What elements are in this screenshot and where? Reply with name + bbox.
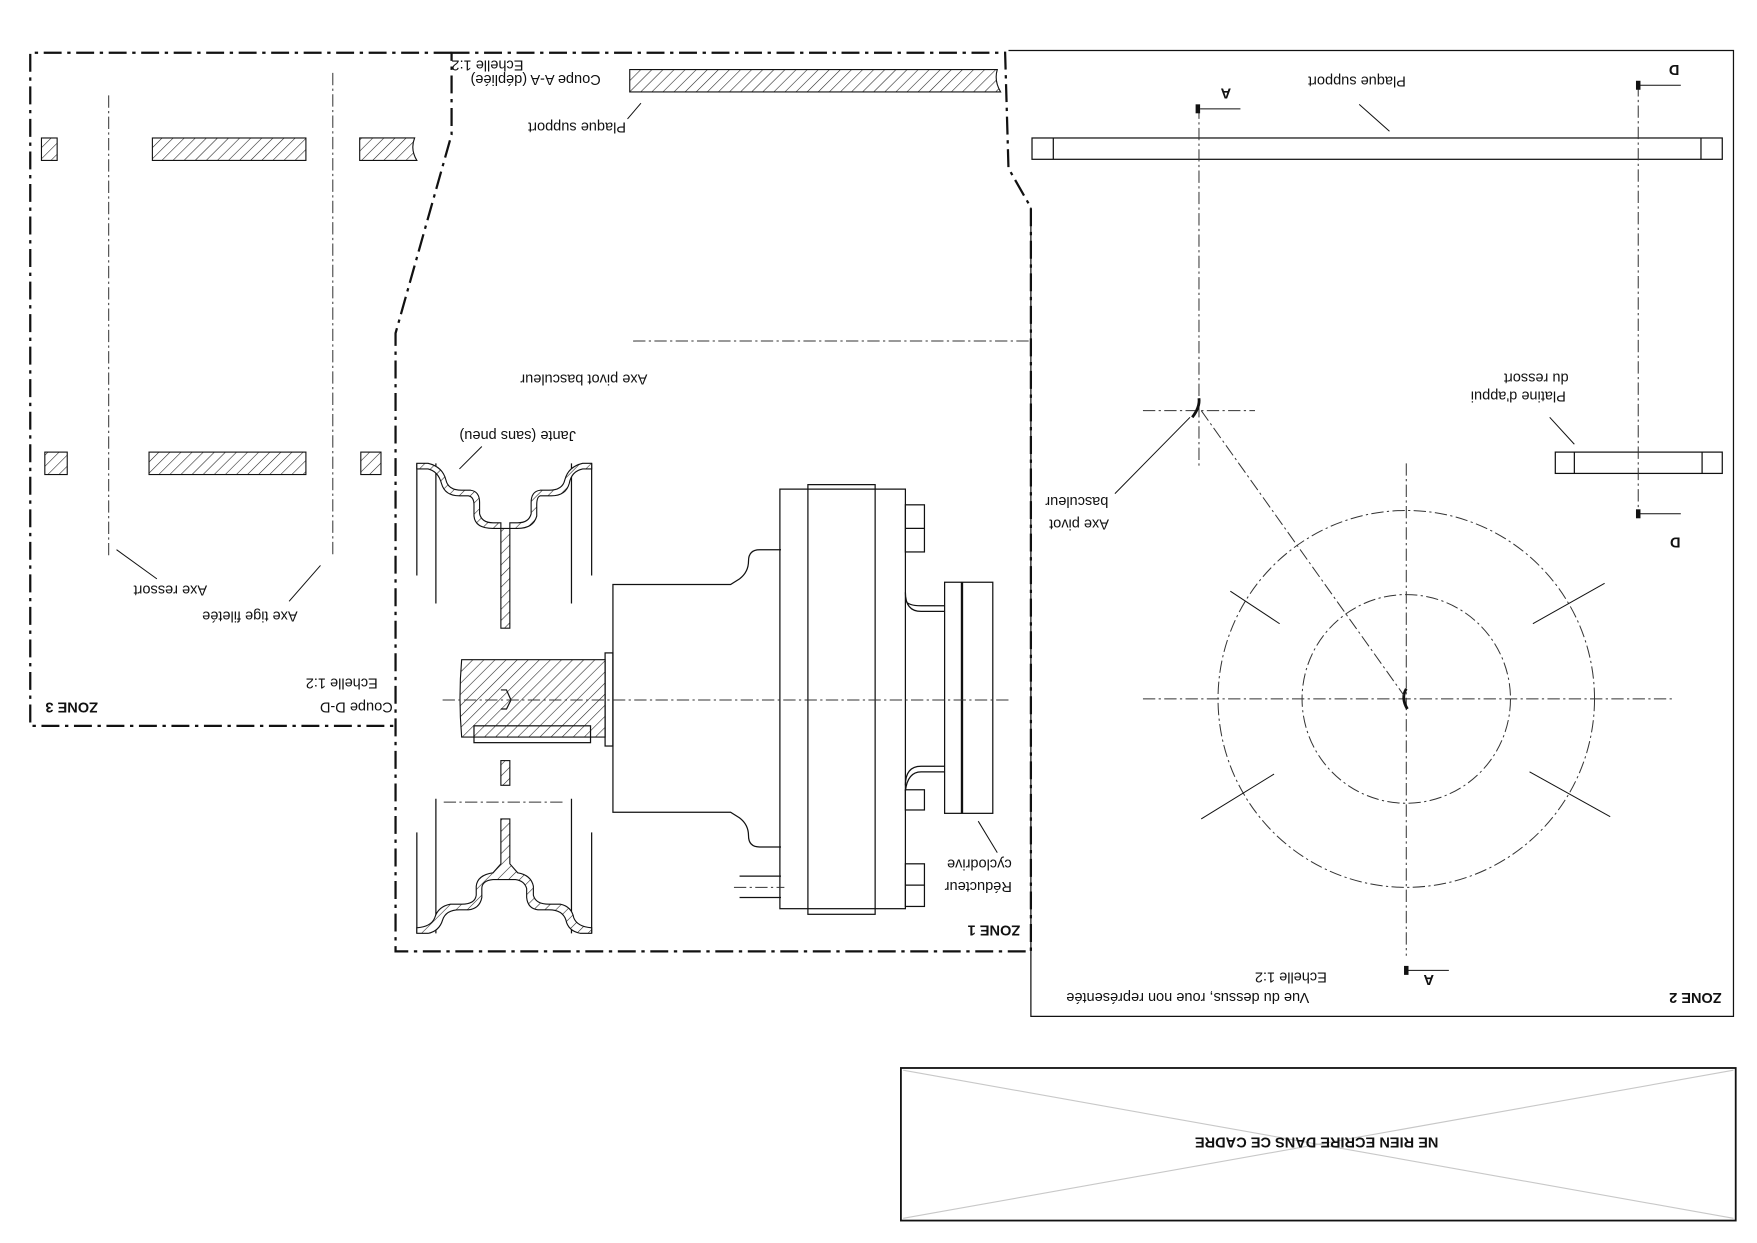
section-d-spring-plate-piece [360,451,382,476]
section-scale: Echelle 1:2 [306,675,378,691]
leader-line [627,102,642,120]
zone-2-border [1008,49,1735,1018]
bolt-heads [904,504,926,908]
flange-plate [779,488,907,910]
section-d-plate-piece [359,137,418,161]
zone-3-border [29,51,452,727]
shaft-collar [604,652,614,747]
section-d-spring-plate-piece [148,451,307,476]
leader-line [977,820,998,853]
section-title: Coupe D-D [320,698,393,714]
leader-line [116,549,158,580]
section-scale: Echelle 1:2 [451,57,523,73]
section-title: Coupe A-A (dépliée) [470,71,600,87]
cyclodrive-disc [961,581,994,814]
spring-plate-label: Platine d'appui [1471,388,1566,404]
radial-ticks [1200,582,1611,820]
zone-2: Plaque support Platine d'appui du ressor… [1008,49,1735,1018]
plate-label: Plaque support [528,118,626,134]
pivot-label: basculeur [1045,493,1108,509]
view-scale: Echelle 1:2 [1255,969,1327,985]
support-plate-top-view [1031,137,1723,160]
pivot-label: Axe pivot basculeur [520,371,647,387]
rod-axis-label: Axe tige filetée [202,607,297,623]
spring-plate-label: du ressort [1504,370,1569,386]
zone-label: ZONE 1 [968,922,1021,938]
flange-ring [807,484,876,915]
reserved-box-text: NE RIEN ECRIRE DANS CE CADRE [1195,1134,1439,1150]
section-d-spring-plate-piece [44,451,68,476]
zone-1: Coupe A-A (dépliée) Echelle 1:2 Plaque s… [394,51,1033,953]
leader-line [1549,416,1575,445]
zone-label: ZONE 2 [1669,989,1722,1005]
section-marker-a: A [1220,85,1231,101]
output-shaft [459,659,606,738]
reducer-label: Réducteur [945,878,1012,894]
mount-bracket [904,765,945,791]
shaft-key [473,725,592,744]
plate-label: Plaque support [1308,72,1406,88]
section-marker-a: A [1423,971,1434,987]
leader-line [1114,416,1191,494]
cyclodrive-disc [943,581,963,814]
view-title: Vue du dessus, roue non représentée [1066,989,1309,1005]
section-marker-d: D [1669,61,1680,77]
zone-label: ZONE 3 [45,698,98,714]
leader-line [288,565,321,602]
pivot-label: Axe pivot [1049,515,1109,531]
rim-label: Jante (sans pneu) [459,427,576,443]
zone-1-border [394,51,1033,953]
hub-web-piece [500,760,511,786]
section-d-plate-piece [151,137,307,161]
spring-axis-label: Axe ressort [134,582,208,598]
support-plate-section [629,68,1002,93]
section-marker-d: D [1670,533,1681,549]
reducer-label: cyclodrive [947,855,1012,871]
rim-section-upper [416,462,593,629]
spring-plate-top-view [1554,451,1723,475]
reserved-box: NE RIEN ECRIRE DANS CE CADRE [900,1067,1737,1222]
mount-bracket [904,592,945,613]
reducer-housing [612,549,782,848]
pivot-arm-line [1200,410,1405,696]
leader-line [1358,103,1390,132]
leader-line [459,446,483,470]
zone-3: Axe ressort Axe tige filetée Coupe D-D E… [29,51,452,727]
rim-section-lower [416,798,593,934]
section-d-plate-piece [40,137,58,161]
